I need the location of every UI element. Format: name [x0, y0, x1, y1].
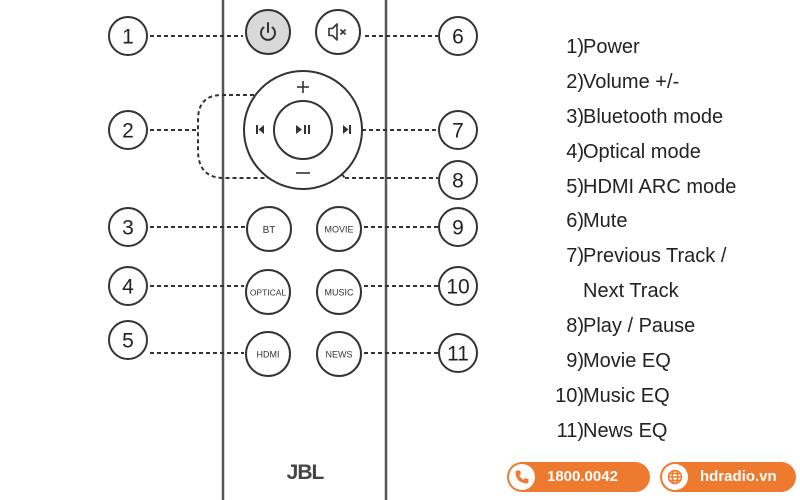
legend-label: Mute — [583, 210, 628, 233]
legend-number: 10) — [555, 384, 584, 407]
movie-button-label: MOVIE — [324, 225, 353, 235]
play-pause-button[interactable] — [273, 100, 333, 160]
callout-circle-11 — [438, 333, 478, 373]
volume-up-icon[interactable] — [297, 81, 309, 93]
legend-number: 11) — [556, 419, 584, 442]
legend-number: 5) — [566, 175, 584, 198]
legend-label: Power — [583, 36, 640, 58]
legend-item: Next Track — [528, 274, 798, 309]
legend-label: Next Track — [583, 280, 679, 303]
legend-item: 1)Power — [528, 30, 798, 65]
callout-circle-6 — [438, 16, 478, 56]
legend-label: Music EQ — [583, 384, 670, 407]
news-button-label: NEWS — [326, 350, 353, 360]
legend-label: Volume +/- — [583, 70, 680, 93]
callout-circle-8 — [438, 160, 478, 200]
news-button[interactable]: NEWS — [316, 331, 362, 377]
legend-number: 9) — [566, 350, 584, 373]
callout-number: 10 — [446, 276, 469, 299]
legend-list: 1)Power 2)Volume +/- 3)Bluetooth mode 4)… — [528, 30, 798, 449]
legend-label: Optical mode — [583, 140, 701, 163]
legend-item: 6)Mute — [528, 204, 798, 239]
legend-item: 8)Play / Pause — [528, 309, 798, 344]
hdmi-button[interactable]: HDMI — [245, 331, 291, 377]
legend-number: 3) — [566, 105, 584, 128]
hdmi-button-label: HDMI — [257, 350, 280, 360]
callout-numbers: 1 2 3 4 5 6 7 8 9 10 11 — [122, 26, 470, 366]
callout-circle-4 — [108, 266, 148, 306]
power-icon — [260, 22, 276, 41]
callout-number: 3 — [122, 217, 134, 240]
callout-circle-9 — [438, 207, 478, 247]
callout-number: 6 — [452, 26, 464, 49]
power-button[interactable] — [245, 9, 291, 55]
movie-button[interactable]: MOVIE — [316, 206, 362, 252]
legend-item: 9)Movie EQ — [528, 344, 798, 379]
legend-item: 2)Volume +/- — [528, 65, 798, 100]
callout-number: 5 — [122, 330, 134, 353]
callout-circle-1 — [108, 16, 148, 56]
leader-line-2 — [150, 94, 303, 179]
previous-track-icon[interactable] — [256, 125, 264, 134]
next-track-icon[interactable] — [343, 125, 351, 134]
mute-button[interactable] — [315, 9, 361, 55]
callout-number: 4 — [122, 276, 134, 299]
optical-button[interactable]: OPTICAL — [245, 269, 291, 315]
callout-circle-5 — [108, 320, 148, 360]
legend-label: News EQ — [583, 419, 668, 442]
callout-number: 9 — [452, 217, 464, 240]
legend-item: 4)Optical mode — [528, 135, 798, 170]
legend-number: 2) — [566, 70, 584, 93]
callout-circle-10 — [438, 266, 478, 306]
legend-number: 6) — [566, 210, 584, 233]
legend-item: 5)HDMI ARC mode — [528, 170, 798, 205]
hotline-badge[interactable]: 1800.0042 — [507, 462, 650, 492]
legend-label: HDMI ARC mode — [583, 175, 737, 198]
hotline-number: 1800.0042 — [547, 468, 618, 485]
legend-item: 10)Music EQ — [528, 379, 798, 414]
legend-number: 4) — [566, 140, 584, 163]
legend-item: 11)News EQ — [528, 414, 798, 449]
legend-number: 7) — [566, 245, 584, 268]
legend-number: 8) — [566, 315, 584, 338]
legend-label: Movie EQ — [583, 350, 671, 373]
remote-body — [221, 0, 388, 500]
phone-icon — [509, 464, 535, 490]
jbl-logo: JBL — [287, 461, 325, 484]
legend-label: Play / Pause — [583, 315, 696, 338]
bt-button[interactable]: BT — [246, 206, 292, 252]
play-pause-icon — [296, 125, 310, 134]
optical-button-label: OPTICAL — [250, 288, 287, 298]
callout-circle-2 — [108, 110, 148, 150]
legend-number: 1) — [566, 36, 584, 58]
callout-number: 7 — [452, 120, 464, 143]
music-button[interactable]: MUSIC — [316, 269, 362, 315]
callout-circle-3 — [108, 207, 148, 247]
callout-number: 8 — [452, 170, 464, 193]
legend-label: Bluetooth mode — [583, 105, 724, 128]
callout-circles — [108, 16, 478, 373]
callout-number: 11 — [447, 343, 469, 366]
website-url: hdradio.vn — [700, 468, 777, 485]
mute-icon — [328, 23, 347, 41]
website-badge[interactable]: hdradio.vn — [660, 462, 796, 492]
legend-item: 7)Previous Track / — [528, 239, 798, 274]
callout-number: 1 — [122, 26, 134, 49]
callout-number: 2 — [122, 120, 134, 143]
music-button-label: MUSIC — [325, 288, 355, 298]
legend-item: 3)Bluetooth mode — [528, 100, 798, 135]
bt-button-label: BT — [263, 225, 276, 236]
globe-icon — [662, 464, 688, 490]
callout-circle-7 — [438, 110, 478, 150]
legend-label: Previous Track / — [583, 245, 727, 268]
